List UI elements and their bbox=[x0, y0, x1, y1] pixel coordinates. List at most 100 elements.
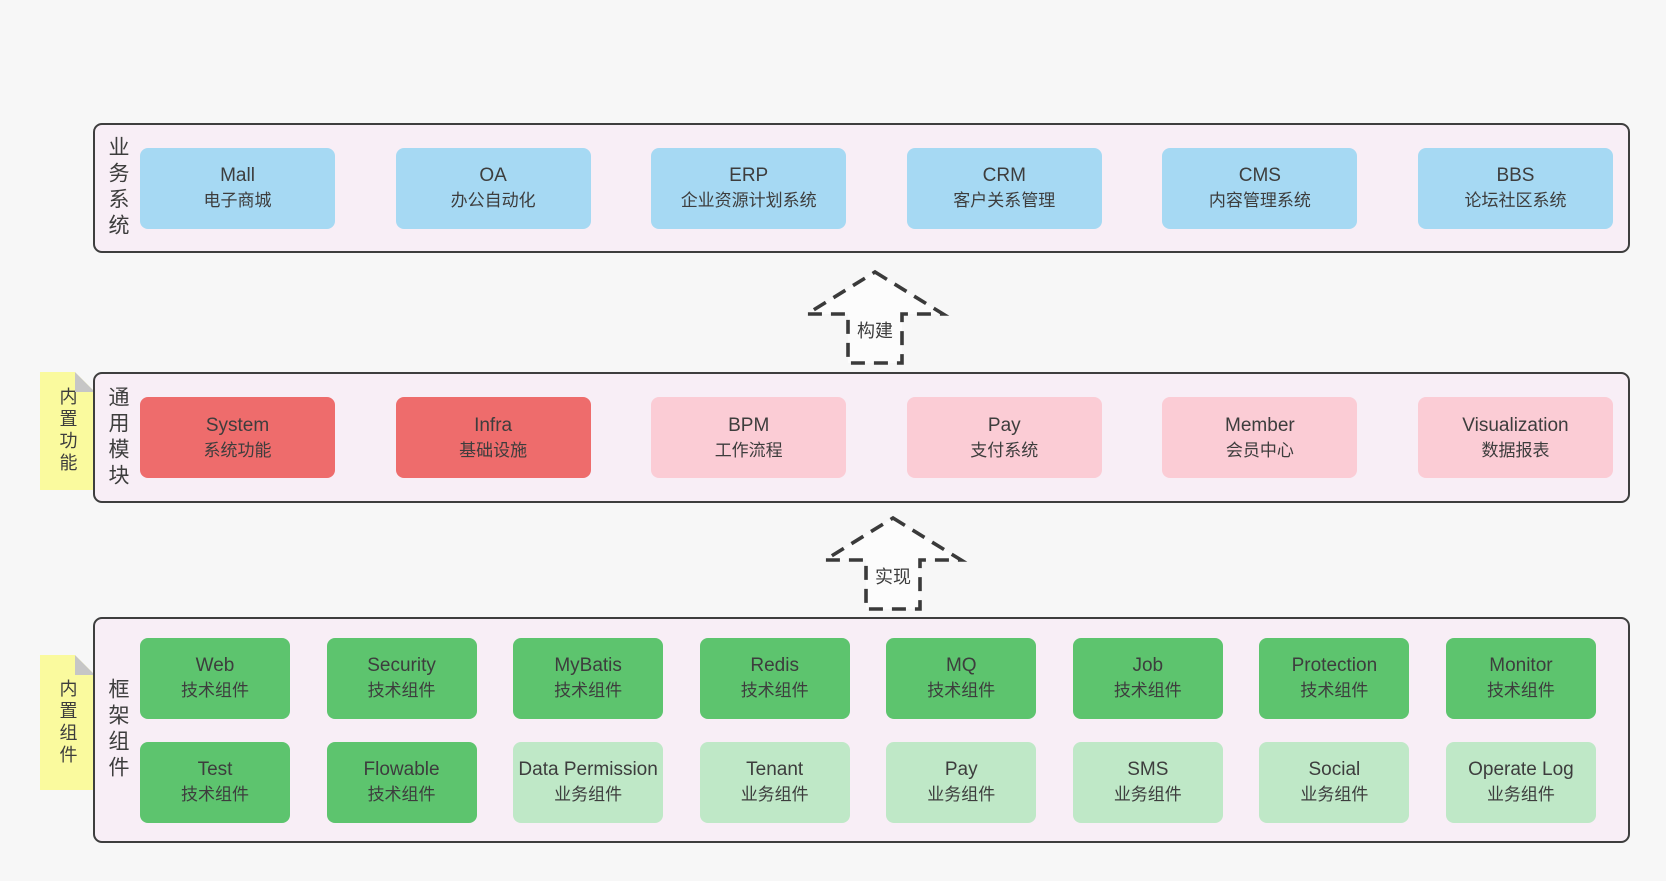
box-sms: SMS 业务组件 bbox=[1072, 741, 1223, 823]
box-mall-desc: 电子商城 bbox=[203, 191, 272, 210]
box-pay-module: Pay 支付系统 bbox=[906, 397, 1102, 478]
box-bpm-desc: 工作流程 bbox=[714, 440, 783, 460]
box-mq-name: MQ bbox=[945, 655, 977, 676]
box-bpm: BPM 工作流程 bbox=[651, 397, 847, 478]
box-job-name: Job bbox=[1132, 655, 1164, 676]
box-member-name: Member bbox=[1225, 414, 1295, 436]
box-social: Social 业务组件 bbox=[1259, 741, 1410, 823]
box-web: Web 技术组件 bbox=[140, 637, 290, 719]
panel-business-systems: 业务系统 Mall 电子商城 OA 办公自动化 ERP 企业资源计划系统 CRM… bbox=[93, 123, 1630, 253]
modules-boxes-row: System 系统功能 Infra 基础设施 BPM 工作流程 Pay 支付系统… bbox=[128, 397, 1628, 478]
folded-corner-icon bbox=[75, 372, 95, 392]
box-erp-name: ERP bbox=[729, 165, 769, 186]
business-boxes-row: Mall 电子商城 OA 办公自动化 ERP 企业资源计划系统 CRM 客户关系… bbox=[128, 147, 1628, 229]
box-operate-log: Operate Log 业务组件 bbox=[1445, 741, 1596, 823]
box-sms-desc: 业务组件 bbox=[1113, 785, 1182, 804]
components-rows: Web 技术组件 Security 技术组件 MyBatis 技术组件 Redi… bbox=[128, 637, 1628, 823]
box-erp-desc: 企业资源计划系统 bbox=[680, 191, 817, 210]
box-bbs: BBS 论坛社区系统 bbox=[1417, 147, 1613, 229]
box-infra-name: Infra bbox=[474, 414, 513, 436]
box-system-name: System bbox=[205, 414, 270, 436]
box-crm-desc: 客户关系管理 bbox=[953, 191, 1056, 210]
box-system-desc: 系统功能 bbox=[203, 440, 272, 460]
box-redis-name: Redis bbox=[750, 655, 799, 676]
box-bbs-name: BBS bbox=[1496, 165, 1535, 186]
arrow-build-label: 构建 bbox=[854, 316, 896, 344]
box-pay-module-desc: 支付系统 bbox=[970, 440, 1039, 460]
box-oa-desc: 办公自动化 bbox=[450, 191, 536, 210]
box-data-permission-desc: 业务组件 bbox=[554, 785, 623, 804]
box-cms: CMS 内容管理系统 bbox=[1162, 147, 1358, 229]
box-cms-name: CMS bbox=[1238, 165, 1281, 186]
box-redis-desc: 技术组件 bbox=[740, 681, 809, 700]
box-tenant-name: Tenant bbox=[746, 759, 804, 780]
box-flowable-desc: 技术组件 bbox=[367, 785, 436, 804]
box-social-desc: 业务组件 bbox=[1300, 785, 1369, 804]
box-mybatis-name: MyBatis bbox=[554, 655, 622, 676]
sticky-note-built-in-features: 内置功能 bbox=[40, 372, 95, 490]
box-bpm-name: BPM bbox=[728, 414, 770, 436]
box-erp: ERP 企业资源计划系统 bbox=[651, 147, 847, 229]
box-operate-log-desc: 业务组件 bbox=[1486, 785, 1555, 804]
box-flowable-name: Flowable bbox=[363, 759, 440, 780]
sticky-note-components-label: 内置组件 bbox=[57, 678, 78, 767]
box-social-name: Social bbox=[1308, 759, 1361, 780]
box-protection: Protection 技术组件 bbox=[1259, 637, 1410, 719]
box-flowable: Flowable 技术组件 bbox=[326, 741, 477, 823]
box-infra-desc: 基础设施 bbox=[459, 440, 528, 460]
box-crm: CRM 客户关系管理 bbox=[906, 147, 1102, 229]
panel-modules-label: 通用模块 bbox=[106, 385, 129, 490]
box-mall: Mall 电子商城 bbox=[140, 147, 335, 229]
box-sms-name: SMS bbox=[1127, 759, 1169, 780]
box-operate-log-name: Operate Log bbox=[1468, 759, 1574, 780]
box-cms-desc: 内容管理系统 bbox=[1208, 191, 1311, 210]
box-test: Test 技术组件 bbox=[140, 741, 290, 823]
box-pay-component-desc: 业务组件 bbox=[927, 785, 996, 804]
box-test-name: Test bbox=[197, 759, 233, 780]
box-pay-component: Pay 业务组件 bbox=[886, 741, 1037, 823]
box-protection-desc: 技术组件 bbox=[1300, 681, 1369, 700]
box-web-desc: 技术组件 bbox=[181, 681, 249, 700]
components-row-1: Web 技术组件 Security 技术组件 MyBatis 技术组件 Redi… bbox=[140, 637, 1596, 719]
arrow-implement: 实现 bbox=[817, 514, 969, 612]
box-pay-module-name: Pay bbox=[987, 414, 1021, 436]
box-monitor-name: Monitor bbox=[1489, 655, 1553, 676]
box-visualization: Visualization 数据报表 bbox=[1417, 397, 1613, 478]
panel-framework-components: 框架组件 Web 技术组件 Security 技术组件 MyBatis 技术组件… bbox=[93, 617, 1630, 843]
box-visualization-name: Visualization bbox=[1462, 414, 1569, 436]
box-data-permission: Data Permission 业务组件 bbox=[513, 741, 664, 823]
box-oa: OA 办公自动化 bbox=[395, 147, 591, 229]
box-member: Member 会员中心 bbox=[1162, 397, 1358, 478]
box-security: Security 技术组件 bbox=[326, 637, 477, 719]
box-bbs-desc: 论坛社区系统 bbox=[1464, 191, 1567, 210]
box-job-desc: 技术组件 bbox=[1113, 681, 1182, 700]
box-job: Job 技术组件 bbox=[1072, 637, 1223, 719]
box-visualization-desc: 数据报表 bbox=[1481, 440, 1550, 460]
box-mq: MQ 技术组件 bbox=[886, 637, 1037, 719]
arrow-build: 构建 bbox=[799, 268, 951, 366]
box-protection-name: Protection bbox=[1291, 655, 1378, 676]
box-oa-name: OA bbox=[479, 165, 507, 186]
box-test-desc: 技术组件 bbox=[181, 785, 249, 804]
box-member-desc: 会员中心 bbox=[1225, 440, 1294, 460]
box-pay-component-name: Pay bbox=[944, 759, 978, 780]
box-tenant-desc: 业务组件 bbox=[740, 785, 809, 804]
arrow-implement-label: 实现 bbox=[872, 562, 914, 590]
box-web-name: Web bbox=[195, 655, 235, 676]
box-mybatis: MyBatis 技术组件 bbox=[513, 637, 664, 719]
sticky-note-built-in-components: 内置组件 bbox=[40, 655, 95, 790]
box-infra: Infra 基础设施 bbox=[395, 397, 591, 478]
box-crm-name: CRM bbox=[982, 165, 1026, 186]
box-system: System 系统功能 bbox=[140, 397, 335, 478]
box-redis: Redis 技术组件 bbox=[699, 637, 850, 719]
panel-components-label: 框架组件 bbox=[106, 678, 129, 782]
panel-business-label: 业务系统 bbox=[106, 136, 129, 240]
box-security-name: Security bbox=[367, 655, 436, 676]
box-tenant: Tenant 业务组件 bbox=[699, 741, 850, 823]
box-monitor-desc: 技术组件 bbox=[1486, 681, 1555, 700]
box-data-permission-name: Data Permission bbox=[518, 759, 658, 780]
panel-common-modules: 通用模块 System 系统功能 Infra 基础设施 BPM 工作流程 Pay… bbox=[93, 372, 1630, 503]
box-security-desc: 技术组件 bbox=[367, 681, 436, 700]
folded-corner-icon bbox=[75, 655, 95, 675]
sticky-note-modules-label: 内置功能 bbox=[57, 387, 78, 475]
